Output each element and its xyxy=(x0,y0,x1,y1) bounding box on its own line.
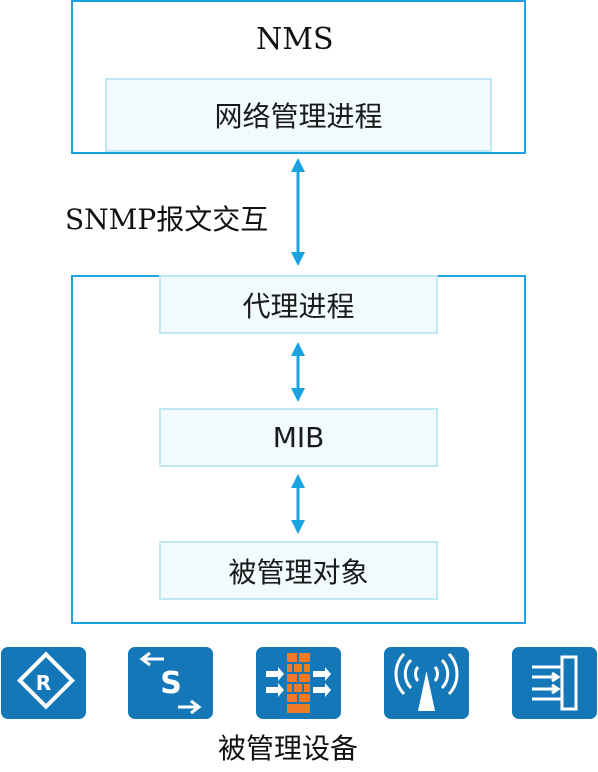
network-management-process-label: 网络管理进程 xyxy=(214,100,383,133)
managed-devices-caption: 被管理设备 xyxy=(218,732,359,765)
router-icon: R xyxy=(1,647,86,719)
snmp-exchange-label: SNMP报文交互 xyxy=(65,203,269,236)
nms-title: NMS xyxy=(256,22,334,57)
svg-text:S: S xyxy=(160,666,182,701)
firewall-icon xyxy=(256,647,341,719)
mib-box: MIB xyxy=(159,408,438,467)
svg-text:R: R xyxy=(36,671,51,695)
network-management-process-box: 网络管理进程 xyxy=(105,78,492,152)
server-rack-icon xyxy=(512,647,597,719)
managed-object-label: 被管理对象 xyxy=(228,555,369,589)
nms-agent-double-arrow xyxy=(291,158,305,266)
mib-object-double-arrow xyxy=(291,474,305,534)
agent-mib-double-arrow xyxy=(291,342,305,402)
agent-process-box: 代理进程 xyxy=(159,275,438,334)
managed-object-box: 被管理对象 xyxy=(159,541,438,600)
mib-label: MIB xyxy=(272,421,325,454)
wireless-ap-icon xyxy=(384,647,469,719)
switch-icon: S xyxy=(128,647,213,719)
agent-process-label: 代理进程 xyxy=(242,289,355,323)
